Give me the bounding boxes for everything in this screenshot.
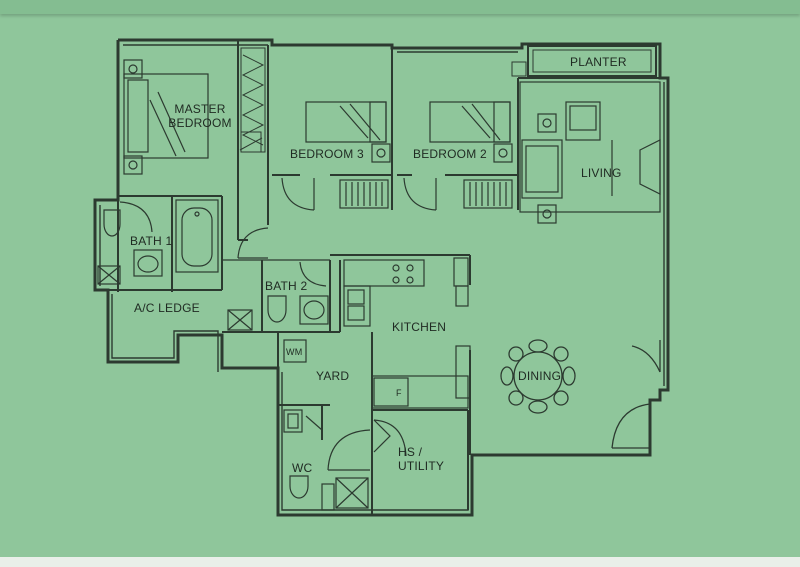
- label-yard: YARD: [316, 369, 350, 383]
- main-door: [611, 340, 661, 449]
- corridor-door: [222, 227, 330, 261]
- kitchen-counters: [343, 257, 471, 409]
- label-living: LIVING: [581, 166, 622, 180]
- label-ac-ledge: A/C LEDGE: [134, 301, 200, 315]
- service-walls: [277, 332, 469, 515]
- label-hs-utility: HS / UTILITY: [398, 445, 445, 473]
- bedroom-2-bed: [403, 101, 513, 211]
- outer-walls: [93, 38, 670, 517]
- label-fridge: F: [396, 388, 402, 398]
- bottom-band: [0, 557, 800, 567]
- bedroom-3-walls: [272, 45, 393, 210]
- label-bedroom-3: BEDROOM 3: [290, 147, 364, 161]
- bath-1-fixtures: [97, 199, 219, 285]
- label-bath-2: BATH 2: [265, 279, 308, 293]
- dining-table: [500, 339, 576, 414]
- label-kitchen: KITCHEN: [392, 320, 447, 334]
- kitchen-walls: [330, 254, 471, 455]
- master-bedroom-walls: [118, 40, 269, 260]
- label-dining: DINING: [518, 369, 562, 383]
- planter-walls: [511, 45, 660, 79]
- bath-1-walls: [95, 196, 223, 292]
- label-wm: WM: [286, 347, 303, 357]
- top-shadow-band: [0, 0, 800, 14]
- living-furniture: [519, 81, 661, 224]
- service-fixtures: [283, 339, 407, 511]
- label-master-bedroom: MASTER BEDROOM: [168, 102, 232, 130]
- label-wc: WC: [292, 461, 313, 475]
- bedroom-2-walls: [397, 78, 519, 210]
- label-bath-1: BATH 1: [130, 234, 173, 248]
- label-bedroom-2: BEDROOM 2: [413, 147, 487, 161]
- master-bed: [123, 59, 209, 175]
- bedroom-3-bed: [281, 101, 391, 211]
- bath-2-fixtures: [227, 261, 329, 331]
- bath-2-walls: [222, 260, 340, 333]
- label-planter: PLANTER: [570, 55, 627, 69]
- master-wardrobe: [239, 47, 266, 153]
